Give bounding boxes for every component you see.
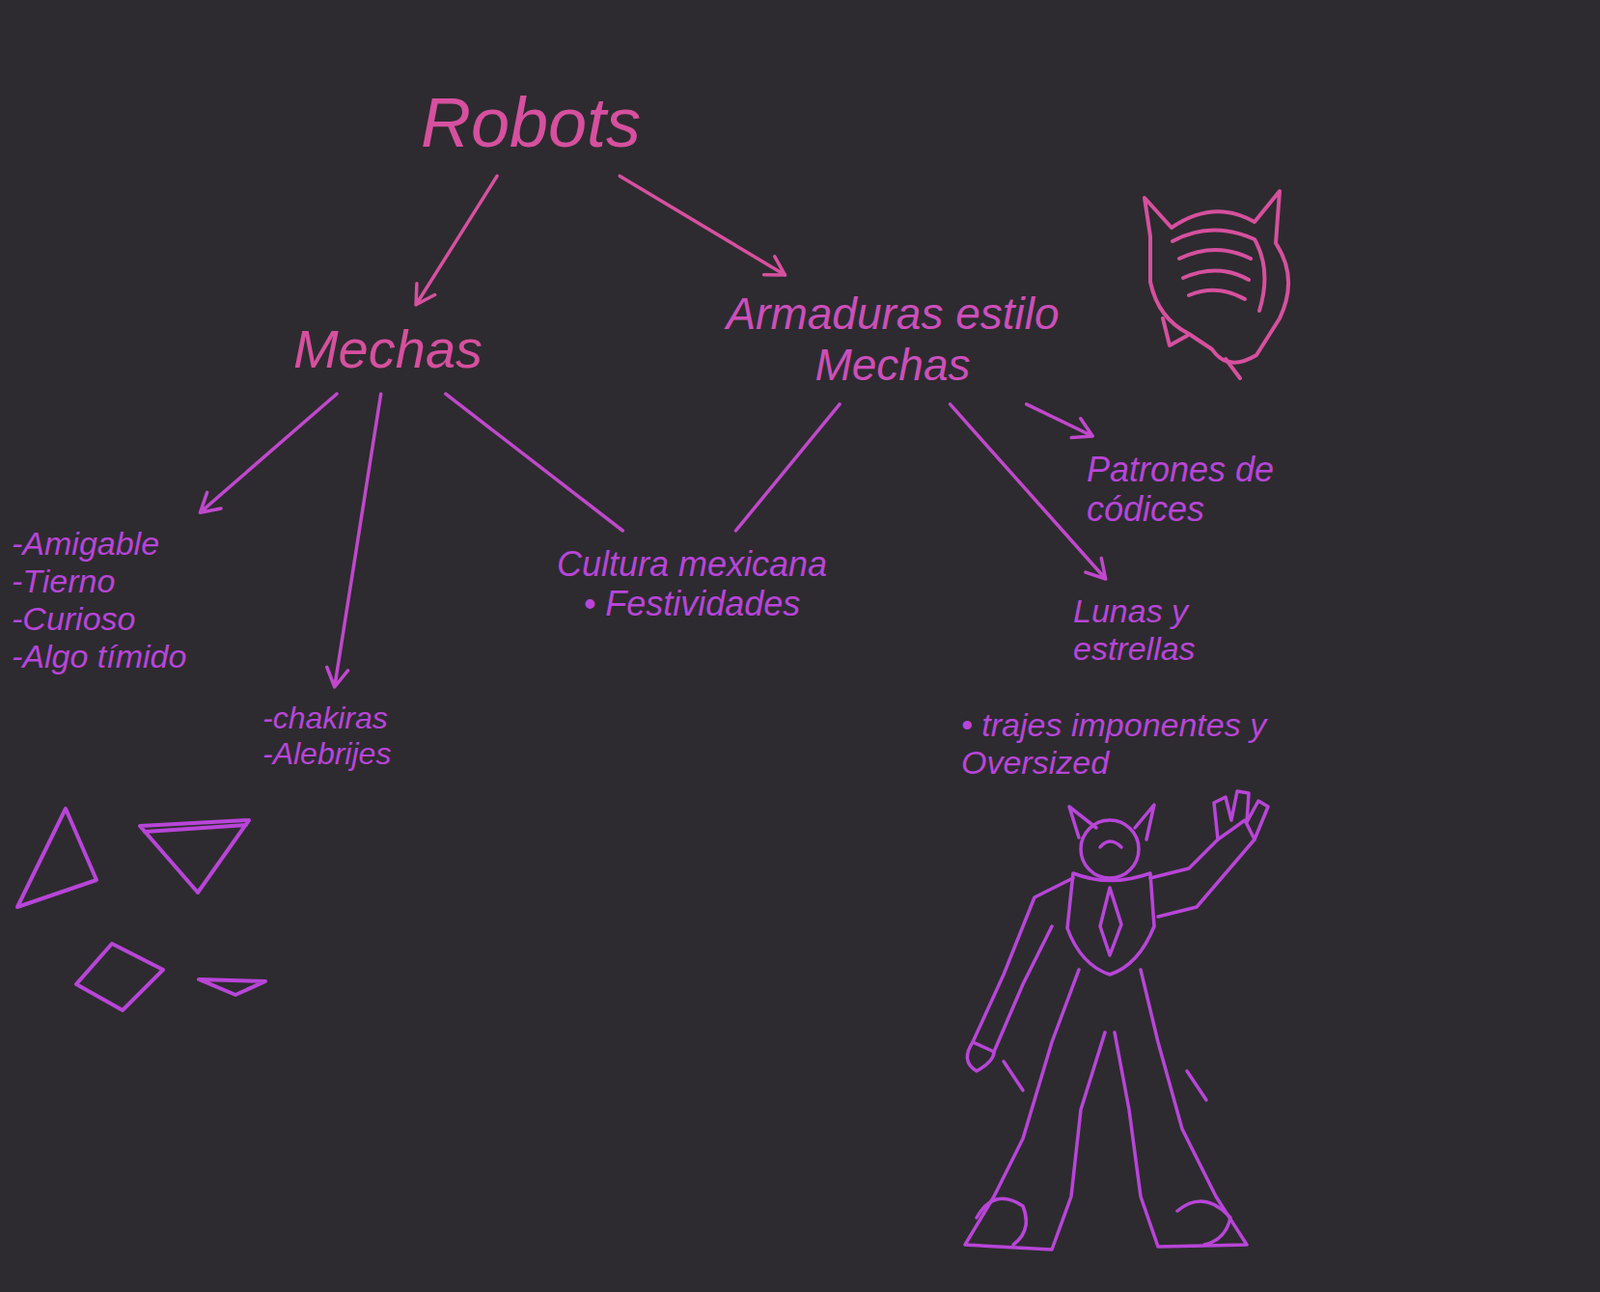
helmet-detail bbox=[1162, 318, 1241, 379]
node-text: -Curioso bbox=[11, 600, 187, 638]
branch-arrow bbox=[736, 404, 841, 531]
trait-list: -Amigable-Tierno-Curioso-Algo tímido bbox=[7, 521, 191, 680]
note-text: • trajes imponentes y Oversized bbox=[957, 702, 1344, 786]
branch-topic: Armaduras estilo Mechas bbox=[714, 284, 1072, 395]
helmet-visor bbox=[1172, 229, 1265, 311]
branch-arrow bbox=[415, 175, 497, 304]
node-text: Patrones de códices bbox=[1086, 449, 1321, 530]
node-text: Mechas bbox=[293, 318, 483, 381]
node-text: -Alebrijes bbox=[262, 736, 391, 773]
branch-topic: Mechas bbox=[289, 314, 487, 385]
triangle-doodle bbox=[139, 820, 249, 893]
branch-arrow bbox=[619, 175, 785, 276]
triangle-doodle bbox=[198, 979, 266, 995]
branch-arrow bbox=[445, 393, 624, 531]
chest-plate bbox=[1100, 887, 1122, 956]
raised-hand bbox=[1213, 791, 1269, 840]
mecha-figure bbox=[965, 791, 1269, 1250]
feet-scribble bbox=[976, 1198, 1231, 1245]
head bbox=[1080, 820, 1139, 879]
visor bbox=[1100, 841, 1122, 848]
motif-topic: Lunas y estrellas bbox=[1069, 588, 1234, 672]
torso bbox=[1067, 873, 1155, 975]
triangle-doodle bbox=[17, 808, 97, 908]
branch-arrow bbox=[199, 393, 337, 513]
branch-arrow bbox=[950, 404, 1106, 580]
node-text: -Tierno bbox=[11, 562, 187, 601]
left-hand bbox=[966, 1042, 994, 1072]
head-horns bbox=[1069, 804, 1155, 840]
rhombus-doodle bbox=[76, 943, 164, 1011]
node-text: -Amigable bbox=[11, 524, 187, 563]
shape-doodles bbox=[17, 808, 266, 1011]
node-text: Lunas y estrellas bbox=[1073, 592, 1230, 668]
material-list: -chakiras-Alebrijes bbox=[258, 696, 395, 776]
helmet-sketch bbox=[1144, 191, 1289, 379]
node-text: Cultura mexicana bbox=[556, 544, 828, 584]
pattern-topic: Patrones de códices bbox=[1082, 445, 1325, 534]
right-arm bbox=[1150, 820, 1255, 917]
node-text: -Algo tímido bbox=[11, 637, 187, 676]
node-text: • Festividades bbox=[556, 583, 828, 624]
branch-arrow bbox=[327, 393, 382, 688]
branch-arrow bbox=[1026, 404, 1094, 439]
node-text: Robots bbox=[420, 82, 641, 164]
armour-detail bbox=[1003, 1061, 1207, 1101]
right-leg bbox=[1114, 969, 1247, 1247]
node-text: -chakiras bbox=[262, 700, 391, 737]
culture-topic: Cultura mexicana• Festividades bbox=[552, 540, 831, 629]
root-topic: Robots bbox=[416, 79, 645, 167]
node-text: Armaduras estilo Mechas bbox=[717, 288, 1068, 391]
